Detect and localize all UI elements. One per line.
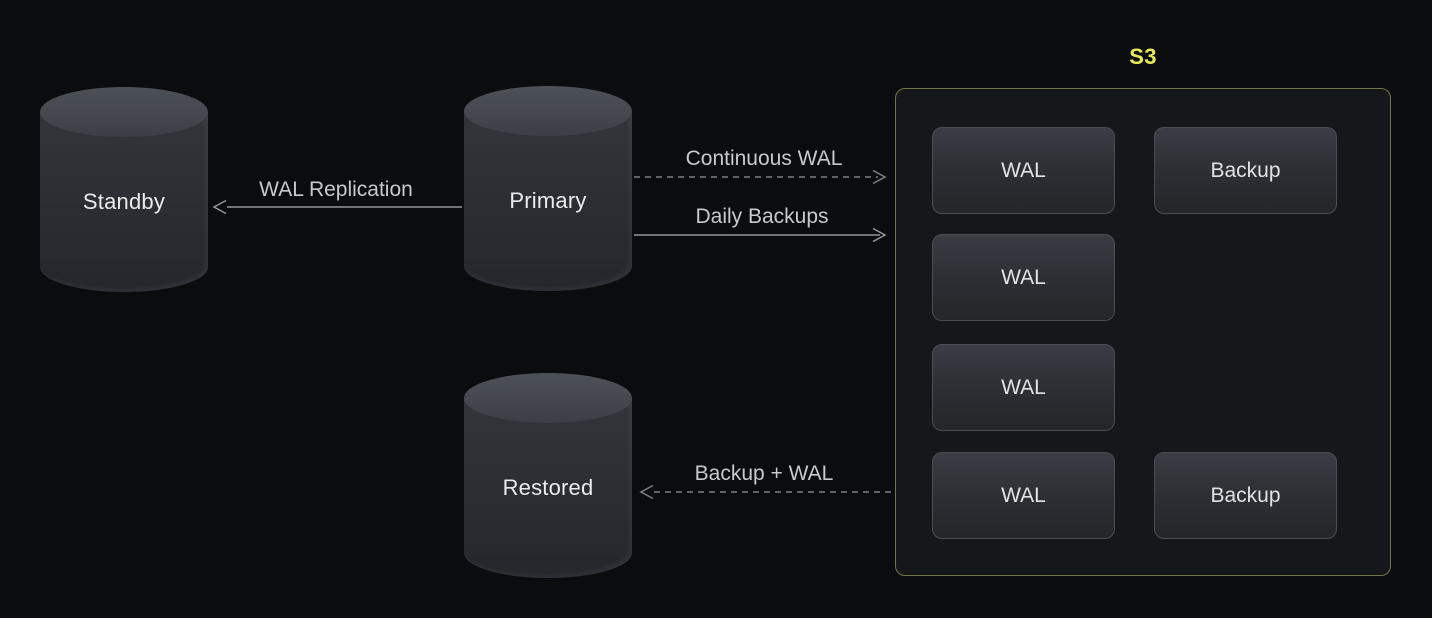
backup-box: Backup — [1154, 127, 1337, 214]
cylinder-top — [464, 86, 632, 136]
backup-box: Backup — [1154, 452, 1337, 539]
wal-box: WAL — [932, 234, 1115, 321]
restored-database-node: Restored — [464, 373, 632, 578]
backup-wal-label: Backup + WAL — [694, 462, 834, 485]
wal-box-label: WAL — [1001, 158, 1046, 182]
wal-box-label: WAL — [1001, 483, 1046, 507]
standby-label: Standby — [82, 189, 166, 214]
wal-replication-label: WAL Replication — [259, 178, 413, 201]
primary-label: Primary — [509, 188, 587, 213]
backup-box-label: Backup — [1210, 483, 1281, 507]
backup-box-label: Backup — [1210, 158, 1281, 182]
s3-panel: WAL Backup WAL WAL WAL Backup — [895, 88, 1391, 576]
database-cylinder-icon: Primary — [464, 111, 632, 291]
standby-database-node: Standby — [40, 87, 208, 292]
s3-title: S3 — [1129, 44, 1157, 69]
wal-box: WAL — [932, 344, 1115, 431]
database-cylinder-icon: Restored — [464, 398, 632, 578]
daily-backups-label: Daily Backups — [695, 205, 829, 228]
cylinder-top — [40, 87, 208, 137]
daily-backups-arrow — [634, 227, 887, 243]
continuous-wal-arrow — [634, 169, 887, 185]
database-cylinder-icon: Standby — [40, 112, 208, 292]
wal-box: WAL — [932, 127, 1115, 214]
continuous-wal-label: Continuous WAL — [685, 147, 843, 170]
wal-box: WAL — [932, 452, 1115, 539]
wal-box-label: WAL — [1001, 265, 1046, 289]
wal-box-label: WAL — [1001, 375, 1046, 399]
primary-database-node: Primary — [464, 86, 632, 291]
backup-wal-arrow — [639, 484, 891, 500]
restored-label: Restored — [502, 475, 594, 500]
wal-replication-arrow — [212, 199, 462, 215]
cylinder-top — [464, 373, 632, 423]
